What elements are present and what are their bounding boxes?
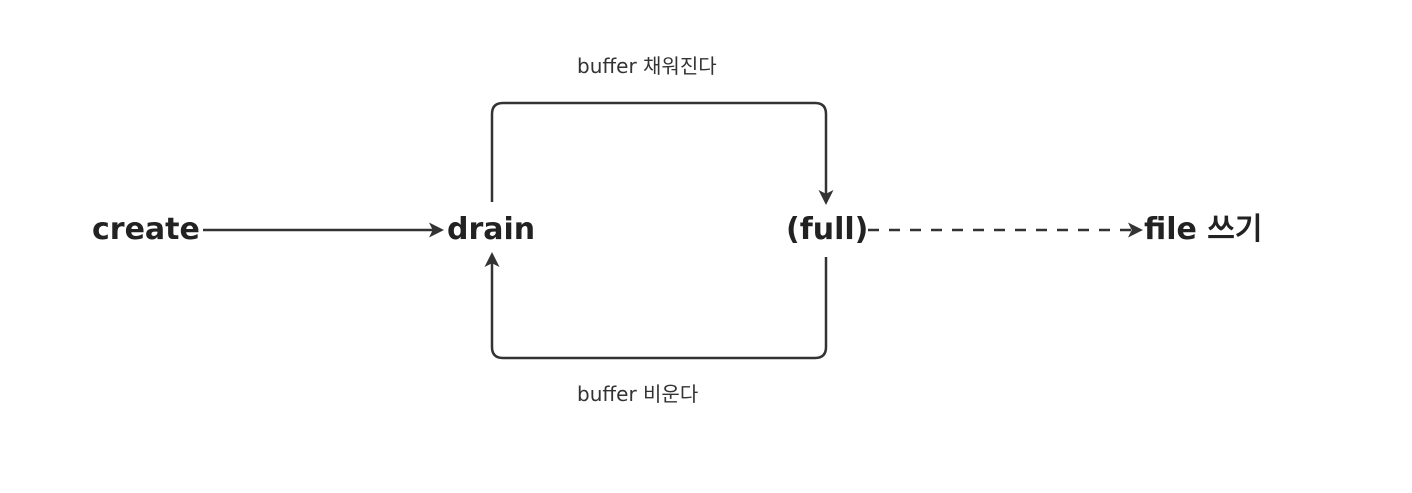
label-buffer-empties: buffer 비운다	[577, 382, 699, 406]
node-drain: drain	[447, 212, 536, 247]
label-buffer-fills: buffer 채워진다	[577, 54, 717, 78]
node-create: create	[92, 212, 200, 247]
edge-drain-to-full	[490, 101, 834, 205]
edge-full-to-drain	[484, 252, 828, 360]
node-full: (full)	[786, 212, 869, 247]
node-file-write: file 쓰기	[1144, 212, 1263, 247]
